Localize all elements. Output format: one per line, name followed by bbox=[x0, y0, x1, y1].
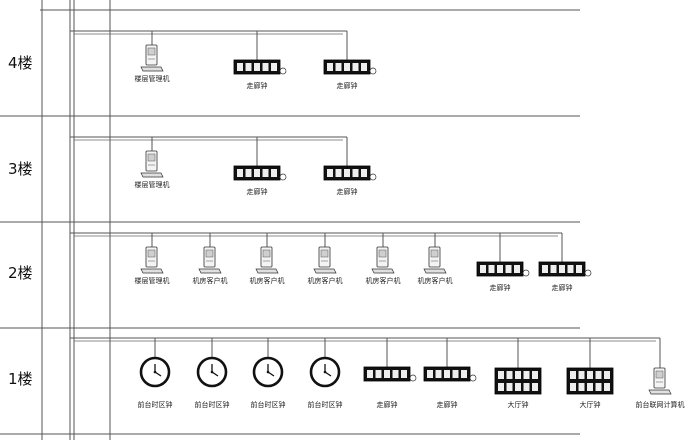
device-corridor: 走廊钟 bbox=[233, 137, 287, 196]
zone-clock-icon bbox=[252, 356, 284, 388]
device-clock: 前台时区钟 bbox=[138, 338, 173, 409]
device-corridor: 走廊钟 bbox=[323, 31, 377, 90]
corridor-clock-icon bbox=[323, 165, 377, 181]
device-hall: 大厅钟 bbox=[494, 338, 542, 409]
floor-label: 2楼 bbox=[8, 264, 33, 282]
computer-icon bbox=[255, 246, 279, 274]
device-label: 机房客户机 bbox=[250, 276, 285, 285]
device-label: 楼层管理机 bbox=[135, 180, 170, 189]
device-corridor: 走廊钟 bbox=[538, 233, 592, 292]
corridor-clock-icon bbox=[233, 165, 287, 181]
device-clock: 前台时区钟 bbox=[195, 338, 230, 409]
device-corridor: 走廊钟 bbox=[476, 233, 530, 292]
device-label: 走廊钟 bbox=[490, 283, 511, 292]
device-label: 大厅钟 bbox=[508, 400, 529, 409]
device-label: 楼层管理机 bbox=[135, 276, 170, 285]
device-pc: 机房客户机 bbox=[193, 233, 228, 285]
device-pc: 机房客户机 bbox=[418, 233, 453, 285]
device-label: 走廊钟 bbox=[247, 187, 268, 196]
device-pc: 前台联网计算机 bbox=[636, 338, 685, 409]
device-pc: 机房客户机 bbox=[366, 233, 401, 285]
device-corridor: 走廊钟 bbox=[363, 338, 417, 409]
zone-clock-icon bbox=[139, 356, 171, 388]
device-label: 前台联网计算机 bbox=[636, 400, 685, 409]
device-clock: 前台时区钟 bbox=[251, 338, 286, 409]
device-pc: 机房客户机 bbox=[250, 233, 285, 285]
device-pc: 楼层管理机 bbox=[135, 137, 170, 189]
corridor-clock-icon bbox=[476, 261, 530, 277]
hall-clock-icon bbox=[494, 367, 542, 395]
device-label: 走廊钟 bbox=[337, 81, 358, 90]
device-label: 机房客户机 bbox=[193, 276, 228, 285]
floor-label: 1楼 bbox=[8, 370, 33, 388]
device-label: 前台时区钟 bbox=[195, 400, 230, 409]
computer-icon bbox=[423, 246, 447, 274]
device-label: 机房客户机 bbox=[366, 276, 401, 285]
computer-icon bbox=[648, 367, 672, 395]
device-label: 机房客户机 bbox=[308, 276, 343, 285]
computer-icon bbox=[140, 44, 164, 72]
device-label: 前台时区钟 bbox=[251, 400, 286, 409]
computer-icon bbox=[198, 246, 222, 274]
device-label: 走廊钟 bbox=[337, 187, 358, 196]
corridor-clock-icon bbox=[323, 59, 377, 75]
device-pc: 机房客户机 bbox=[308, 233, 343, 285]
zone-clock-icon bbox=[309, 356, 341, 388]
device-corridor: 走廊钟 bbox=[423, 338, 477, 409]
computer-icon bbox=[140, 150, 164, 178]
device-label: 走廊钟 bbox=[247, 81, 268, 90]
corridor-clock-icon bbox=[538, 261, 592, 277]
device-label: 走廊钟 bbox=[552, 283, 573, 292]
hall-clock-icon bbox=[566, 367, 614, 395]
device-pc: 楼层管理机 bbox=[135, 233, 170, 285]
device-corridor: 走廊钟 bbox=[323, 137, 377, 196]
device-pc: 楼层管理机 bbox=[135, 31, 170, 83]
device-corridor: 走廊钟 bbox=[233, 31, 287, 90]
zone-clock-icon bbox=[196, 356, 228, 388]
corridor-clock-icon bbox=[363, 366, 417, 382]
device-label: 前台时区钟 bbox=[138, 400, 173, 409]
floor-label: 4楼 bbox=[8, 54, 33, 72]
computer-icon bbox=[371, 246, 395, 274]
floor-band: 1楼 前台时区钟 前台时区钟 前台时区钟 前台时区钟 走廊钟 走廊钟 大厅钟 大厅钟 前台联网计… bbox=[8, 337, 685, 409]
corridor-clock-icon bbox=[423, 366, 477, 382]
device-row: 前台时区钟 前台时区钟 前台时区钟 前台时区钟 走廊钟 走廊钟 大厅钟 大厅钟 前台联网计算机 bbox=[70, 337, 685, 409]
device-hall: 大厅钟 bbox=[566, 338, 614, 409]
computer-icon bbox=[313, 246, 337, 274]
device-label: 楼层管理机 bbox=[135, 74, 170, 83]
corridor-clock-icon bbox=[233, 59, 287, 75]
computer-icon bbox=[140, 246, 164, 274]
device-label: 前台时区钟 bbox=[308, 400, 343, 409]
device-label: 机房客户机 bbox=[418, 276, 453, 285]
device-label: 走廊钟 bbox=[437, 400, 458, 409]
device-label: 大厅钟 bbox=[580, 400, 601, 409]
device-clock: 前台时区钟 bbox=[308, 338, 343, 409]
frame bbox=[0, 0, 580, 440]
floor-label: 3楼 bbox=[8, 160, 33, 178]
device-label: 走廊钟 bbox=[377, 400, 398, 409]
